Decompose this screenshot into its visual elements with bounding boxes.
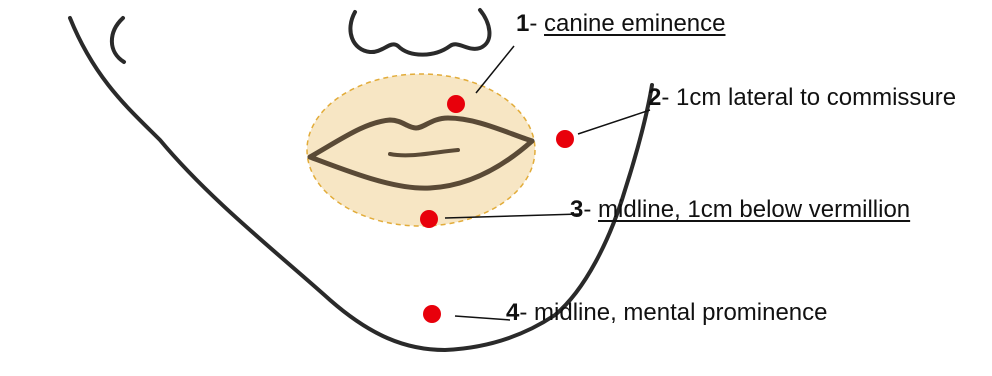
point-label-3: 3- midline, 1cm below vermillion [570,196,910,224]
point-separator-4: - [519,299,534,326]
injection-point-4 [423,305,441,323]
injection-point-2 [556,130,574,148]
point-text-1: canine eminence [544,10,725,37]
leader-line-2 [578,110,650,134]
point-label-2: 2- 1cm lateral to commissure [648,84,956,112]
point-label-4: 4- midline, mental prominence [506,299,828,327]
injection-point-3 [420,210,438,228]
point-number-3: 3 [570,196,583,223]
point-text-4: midline, mental prominence [534,299,827,326]
point-text-3: midline, 1cm below vermillion [598,196,910,223]
point-number-2: 2 [648,84,661,111]
lip-region [307,74,535,226]
leader-line-1 [476,46,514,93]
point-number-1: 1 [516,10,529,37]
point-separator-2: - [661,84,676,111]
point-separator-1: - [529,10,544,37]
ear-outline [112,18,124,62]
point-text-2: 1cm lateral to commissure [676,84,956,111]
injection-point-1 [447,95,465,113]
point-label-1: 1- canine eminence [516,10,725,38]
point-number-4: 4 [506,299,519,326]
leader-line-4 [455,316,510,320]
nose-outline [350,10,489,55]
point-separator-3: - [583,196,598,223]
